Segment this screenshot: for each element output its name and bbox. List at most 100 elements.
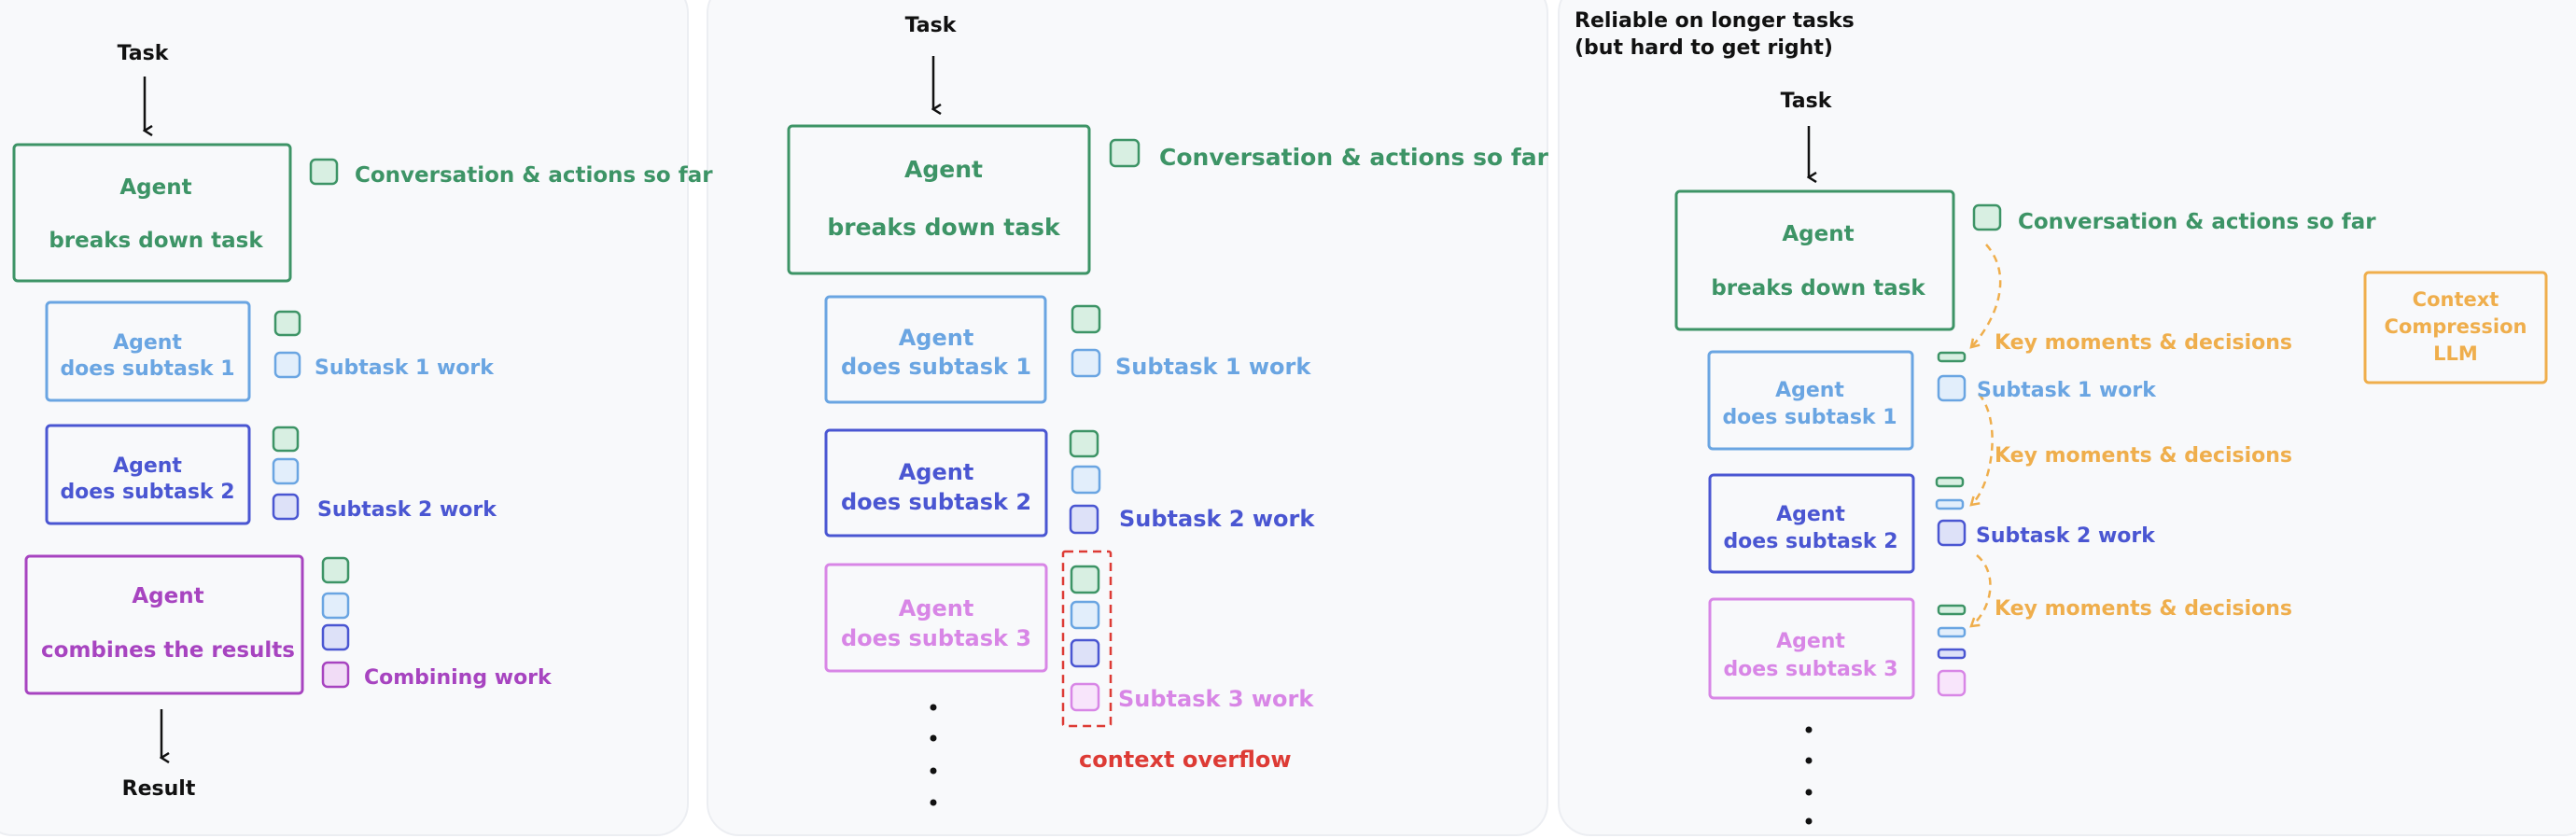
- p2-s3-box: [824, 563, 1048, 673]
- p1-s2-conv-square: [272, 426, 300, 453]
- p2-ellipsis-dot: [930, 704, 937, 711]
- p2-s1-box: [824, 295, 1047, 404]
- p2-agent-main-title: Agent: [904, 156, 983, 183]
- p1-s1-work-square: [273, 351, 301, 379]
- p3-llm-line3: LLM: [2433, 342, 2478, 365]
- p3-key-moments-1: Key moments & decisions: [1995, 331, 2292, 355]
- p3-llm-line2: Compression: [2385, 315, 2527, 338]
- p1-task-label: Task: [118, 42, 170, 65]
- p2-s3-work-square: [1070, 682, 1100, 712]
- p2-ellipsis-dot: [930, 767, 937, 775]
- p1-s1-conv-square: [273, 310, 301, 337]
- p3-s3-key-bar-green: [1937, 604, 1967, 616]
- p2-s2-conv-square: [1069, 429, 1099, 458]
- p1-combine-s1-square: [321, 592, 350, 620]
- p3-s2-sub: does subtask 2: [1723, 530, 1897, 553]
- p3-s1-work-square: [1937, 374, 1967, 402]
- p2-s2-box: [824, 428, 1048, 538]
- p2-ellipsis-dot: [930, 734, 937, 742]
- p3-s1-key-bar: [1937, 351, 1967, 363]
- p3-s2-key-bar-blue: [1935, 498, 1965, 510]
- p1-combine-sub: combines the results: [41, 638, 295, 663]
- p3-compress-arrow-1: [1969, 244, 2002, 349]
- p1-s2-box: [45, 424, 251, 525]
- p1-conv-label: Conversation & actions so far: [355, 163, 713, 188]
- p2-s2-title: Agent: [899, 459, 974, 485]
- p2-s2-s1-square: [1071, 465, 1101, 495]
- p3-agent-main-sub: breaks down task: [1711, 276, 1925, 300]
- p2-conv-square: [1109, 138, 1141, 168]
- p3-key-moments-3: Key moments & decisions: [1995, 597, 2292, 621]
- p1-combine-s2-square: [321, 623, 350, 651]
- p3-s2-work-square: [1937, 519, 1967, 547]
- p3-ellipsis-dot: [1805, 789, 1813, 796]
- p3-conv-square: [1972, 203, 2002, 231]
- p2-ellipsis-dot: [930, 799, 937, 806]
- p1-conv-square: [309, 158, 339, 186]
- p2-s3-conv-square: [1070, 565, 1100, 594]
- p3-s3-box: [1708, 597, 1915, 700]
- panel-1-diagram: Task Agent breaks down task Conversation…: [12, 42, 713, 801]
- p3-heading-line1: Reliable on longer tasks: [1575, 9, 1855, 33]
- p3-s3-sub: does subtask 3: [1723, 658, 1897, 681]
- p1-s1-box: [45, 300, 251, 402]
- panel-right: [1558, 0, 2576, 836]
- p2-agent-main-sub: breaks down task: [827, 214, 1061, 241]
- p2-overflow-label: context overflow: [1079, 747, 1292, 773]
- p1-result-label: Result: [122, 777, 196, 801]
- p1-s2-work-square: [272, 493, 300, 521]
- p2-s3-s1-square: [1070, 600, 1100, 630]
- p1-s2-work-label: Subtask 2 work: [317, 498, 497, 522]
- p3-llm-box: [2363, 271, 2548, 384]
- p1-agent-main-title: Agent: [119, 175, 191, 200]
- p3-compress-arrow-2: [1969, 393, 1994, 507]
- p1-combine-box: [24, 554, 304, 695]
- p2-s2-sub: does subtask 2: [841, 489, 1031, 515]
- p2-s1-title: Agent: [899, 325, 974, 351]
- panel-middle: [707, 0, 1548, 836]
- panel-2-diagram: Task Agent breaks down task Conversation…: [787, 14, 1549, 806]
- p2-s3-sub: does subtask 3: [841, 625, 1031, 651]
- p3-task-label: Task: [1781, 90, 1833, 113]
- p1-combine-work-square: [321, 661, 350, 689]
- p2-s3-title: Agent: [899, 595, 974, 622]
- p3-s2-box: [1708, 473, 1915, 574]
- p2-agent-main-box: [787, 124, 1091, 275]
- p1-agent-main-box: [12, 143, 292, 283]
- panel-left: [0, 0, 689, 836]
- p3-agent-main-box: [1674, 189, 1955, 331]
- p1-combine-work-label: Combining work: [364, 666, 553, 690]
- p1-agent-main-sub: breaks down task: [49, 229, 263, 253]
- p2-task-label: Task: [905, 14, 958, 37]
- p3-s3-title: Agent: [1776, 630, 1845, 653]
- p2-s1-conv-square: [1071, 304, 1101, 334]
- p1-s2-sub: does subtask 2: [60, 481, 234, 504]
- p2-s1-work-square: [1071, 348, 1101, 378]
- panel-3-diagram: Reliable on longer tasks (but hard to ge…: [1575, 9, 2548, 825]
- p3-s3-work-square: [1937, 669, 1967, 697]
- p1-s2-s1-square: [272, 457, 300, 485]
- p3-s3-key-bar-blue: [1937, 626, 1967, 638]
- p1-combine-conv-square: [321, 556, 350, 584]
- p3-s2-key-bar-green: [1935, 476, 1965, 488]
- p1-s1-title: Agent: [113, 331, 182, 355]
- p3-ellipsis-dot: [1805, 817, 1813, 825]
- p2-overflow-box: [1061, 550, 1113, 728]
- p3-s2-work-label: Subtask 2 work: [1976, 524, 2156, 548]
- p2-s1-sub: does subtask 1: [841, 354, 1031, 380]
- p2-s2-work-label: Subtask 2 work: [1119, 506, 1315, 532]
- p2-s1-work-label: Subtask 1 work: [1115, 354, 1311, 380]
- p3-s1-sub: does subtask 1: [1722, 406, 1897, 429]
- p3-s2-title: Agent: [1776, 503, 1845, 526]
- p3-compress-arrow-3: [1969, 554, 1992, 628]
- p1-s2-title: Agent: [113, 454, 182, 478]
- p3-heading-line2: (but hard to get right): [1575, 36, 1833, 60]
- p3-key-moments-2: Key moments & decisions: [1995, 444, 2292, 468]
- p2-conv-label: Conversation & actions so far: [1159, 144, 1549, 171]
- p3-s1-work-label: Subtask 1 work: [1977, 379, 2157, 402]
- p2-s3-work-label: Subtask 3 work: [1118, 686, 1314, 712]
- p2-s3-s2-square: [1070, 638, 1100, 668]
- p3-agent-main-title: Agent: [1782, 222, 1854, 246]
- p1-s1-sub: does subtask 1: [60, 357, 234, 381]
